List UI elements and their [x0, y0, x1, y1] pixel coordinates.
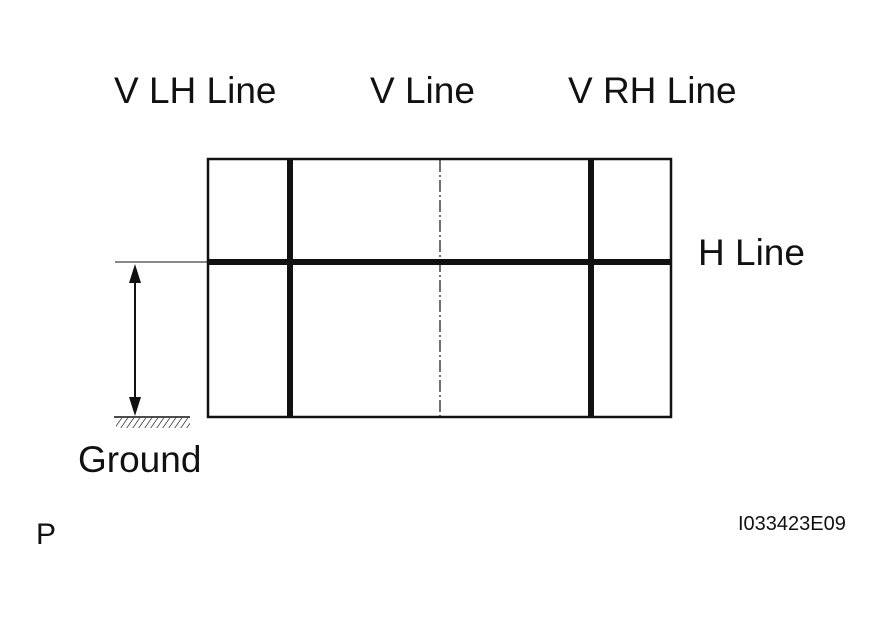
view-marker-label: P	[36, 518, 57, 551]
v-lh-line-label: V LH Line	[114, 70, 277, 111]
arrow-head-down-icon	[129, 397, 141, 416]
figure-code-label: I033423E09	[738, 513, 846, 535]
ground-label: Ground	[78, 439, 202, 480]
v-line-label: V Line	[370, 70, 475, 111]
v-rh-line-label: V RH Line	[568, 70, 737, 111]
ground-hatch-icon	[116, 418, 190, 428]
arrow-head-up-icon	[129, 264, 141, 283]
h-line-label: H Line	[698, 232, 805, 273]
screen-frame	[206, 157, 673, 419]
